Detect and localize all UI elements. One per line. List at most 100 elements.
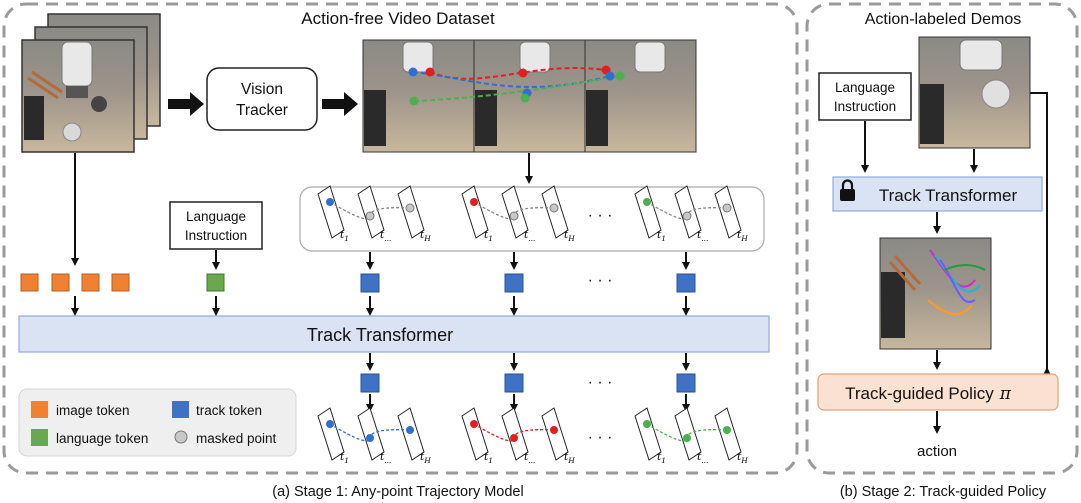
video-frame-front (21, 39, 135, 153)
track-point (510, 434, 518, 442)
time-label: tH (420, 229, 431, 243)
vision-tracker-box: Vision Tracker (206, 67, 318, 131)
track-transformer-a (18, 315, 770, 353)
ellipsis-track-tokens-input: · · · (588, 272, 613, 289)
frame-track-green (413, 75, 621, 102)
track-point (366, 434, 374, 442)
legend-masked-point-label: masked point (196, 431, 277, 446)
track-guided-policy-box: Track-guided Policy π (817, 373, 1059, 411)
time-label: t... (697, 451, 708, 465)
track-transformer-b: Track Transformer (832, 176, 1043, 212)
panel-b-caption: (b) Stage 2: Track-guided Policy (840, 484, 1047, 500)
legend-track-token-swatch (172, 401, 189, 418)
track-point (643, 420, 651, 428)
vision-tracker-label-line1: Vision (241, 81, 283, 98)
legend-image-token-label: image token (56, 403, 130, 418)
action-label: action (917, 443, 957, 460)
legend-box (18, 388, 297, 457)
track-point (326, 198, 334, 206)
track-point (470, 420, 478, 428)
time-label: t1 (340, 229, 349, 243)
track-patch-frame (541, 407, 569, 461)
panel-a-caption: (a) Stage 1: Any-point Trajectory Model (272, 484, 523, 500)
ellipsis-top-tracks: · · · (588, 207, 613, 224)
legend-image-token-swatch (31, 401, 48, 418)
time-label: t... (380, 451, 391, 465)
time-label: t... (697, 229, 708, 243)
track-patch-frame (317, 407, 345, 461)
masked-point (722, 203, 732, 213)
track-token-output (676, 373, 696, 393)
tracked-video-strip (362, 39, 697, 153)
policy-symbol: π (999, 384, 1012, 404)
track-tokens-output (360, 353, 696, 412)
frame-track-blue (412, 71, 611, 88)
track-transformer-a-label: Track Transformer (307, 325, 453, 345)
big-arrow-to-tracker (168, 92, 204, 116)
time-label: t1 (484, 229, 493, 243)
track-patch-frame (634, 185, 662, 239)
language-instruction-b: Language Instruction (818, 72, 912, 121)
track-patch-frame (461, 185, 489, 239)
masked-point (405, 203, 415, 213)
language-instruction-b-line2: Instruction (834, 99, 896, 114)
time-label: tH (737, 451, 748, 465)
vision-tracker-label-line2: Tracker (236, 102, 288, 119)
ellipsis-track-tokens-output: · · · (588, 374, 613, 391)
track-point (550, 426, 558, 434)
track-token (676, 273, 696, 293)
track-patch-frame (674, 407, 702, 461)
panel-b-title: Action-labeled Demos (865, 11, 1022, 28)
track-point (643, 198, 651, 206)
track-patch-frame (357, 407, 385, 461)
time-label: t... (380, 229, 391, 243)
predicted-track-overlay-frame (879, 237, 992, 350)
track-transformer-b-label: Track Transformer (879, 186, 1018, 205)
legend-language-token-swatch (31, 429, 48, 446)
language-instruction-a: Language Instruction (169, 201, 263, 250)
masked-point (549, 203, 559, 213)
time-label: tH (564, 451, 575, 465)
legend: image token track token language token m… (18, 388, 297, 457)
track-point (406, 426, 414, 434)
track-point (470, 198, 478, 206)
image-tokens (20, 273, 130, 292)
masked-point (365, 211, 375, 221)
track-token (360, 273, 380, 293)
language-instruction-a-line1: Language (186, 209, 246, 224)
track-patch-frame (714, 407, 742, 461)
time-label: t1 (340, 451, 349, 465)
track-patch-frame (501, 407, 529, 461)
demo-frame (918, 36, 1031, 149)
track-patch-frame (461, 407, 489, 461)
lock-icon (840, 179, 855, 201)
track-point (683, 434, 691, 442)
panel-a-title: Action-free Video Dataset (301, 9, 495, 28)
time-label: tH (737, 229, 748, 243)
time-label: t... (524, 229, 535, 243)
big-arrow-to-frames (322, 92, 358, 116)
time-label: tH (564, 229, 575, 243)
time-label: t1 (657, 229, 666, 243)
bypass-line (1030, 92, 1048, 371)
track-patch-frame (634, 407, 662, 461)
track-token (504, 273, 524, 293)
track-guided-policy-label: Track-guided Policy π (845, 384, 1012, 404)
time-label: t1 (484, 451, 493, 465)
legend-track-token-label: track token (196, 403, 262, 418)
video-frame-stack (21, 13, 161, 153)
track-tokens-input (360, 252, 696, 316)
policy-name: Track-guided Policy (845, 384, 994, 403)
language-instruction-a-line2: Instruction (185, 228, 247, 243)
ellipsis-predicted-tracks: · · · (588, 429, 613, 446)
track-patch-frame (397, 407, 425, 461)
track-patch-frame (317, 185, 345, 239)
legend-masked-point-swatch (174, 430, 188, 444)
time-label: t... (524, 451, 535, 465)
track-point (326, 420, 334, 428)
time-label: t1 (657, 451, 666, 465)
track-token-output (360, 373, 380, 393)
track-point (723, 426, 731, 434)
